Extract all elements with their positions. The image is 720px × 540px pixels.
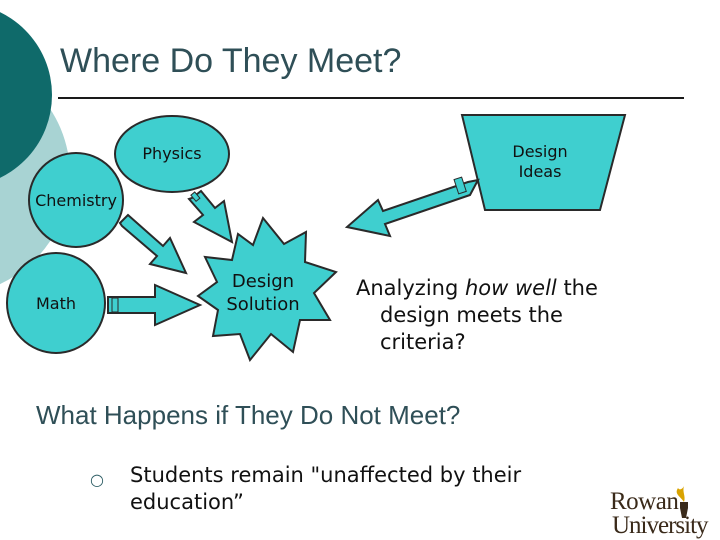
arrow-ideas-to-solution xyxy=(344,176,480,238)
title-divider xyxy=(58,97,684,99)
physics-label: Physics xyxy=(142,144,202,163)
design-ideas-trapezoid xyxy=(460,114,627,211)
design-solution-line1: Design xyxy=(231,271,295,292)
slide-subtitle: What Happens if They Do Not Meet? xyxy=(36,400,461,430)
analysis-line3: criteria? xyxy=(380,329,466,354)
physics-ellipse xyxy=(114,115,230,193)
decor-circle-dark xyxy=(0,12,52,178)
logo-line2: University xyxy=(612,512,709,539)
chemistry-ellipse xyxy=(28,152,124,248)
math-label: Math xyxy=(35,294,77,313)
analysis-text: Analyzing how well the design meets the … xyxy=(356,275,656,356)
arrow-physics-to-solution xyxy=(187,189,234,244)
design-solution-line2: Solution xyxy=(226,293,300,315)
analysis-part2: the xyxy=(556,276,598,300)
arrow-math-to-solution xyxy=(107,283,203,327)
bullet-line2: education” xyxy=(130,489,244,514)
bullet-item: Students remain "unaffected by their edu… xyxy=(130,462,600,516)
design-solution-starburst xyxy=(196,216,338,362)
bullet-line1: Students remain "unaffected by their xyxy=(130,463,522,487)
slide-title: Where Do They Meet? xyxy=(60,42,402,80)
design-ideas-line1: Design xyxy=(512,142,568,161)
arrow-chemistry-to-solution xyxy=(118,213,188,275)
analysis-part1: Analyzing xyxy=(356,276,465,300)
university-logo xyxy=(676,486,688,518)
torch-icon xyxy=(676,486,688,518)
logo-line1: Rowan xyxy=(610,488,679,515)
bullet-icon: ○ xyxy=(90,470,104,489)
math-ellipse xyxy=(6,252,106,354)
design-ideas-label: Design Ideas xyxy=(500,142,580,182)
chemistry-label: Chemistry xyxy=(35,191,117,210)
design-ideas-line2: Ideas xyxy=(518,162,562,181)
analysis-line2: design meets the xyxy=(380,302,563,327)
analysis-emphasis: how well xyxy=(464,276,557,300)
design-solution-label: Design Solution xyxy=(208,271,318,316)
